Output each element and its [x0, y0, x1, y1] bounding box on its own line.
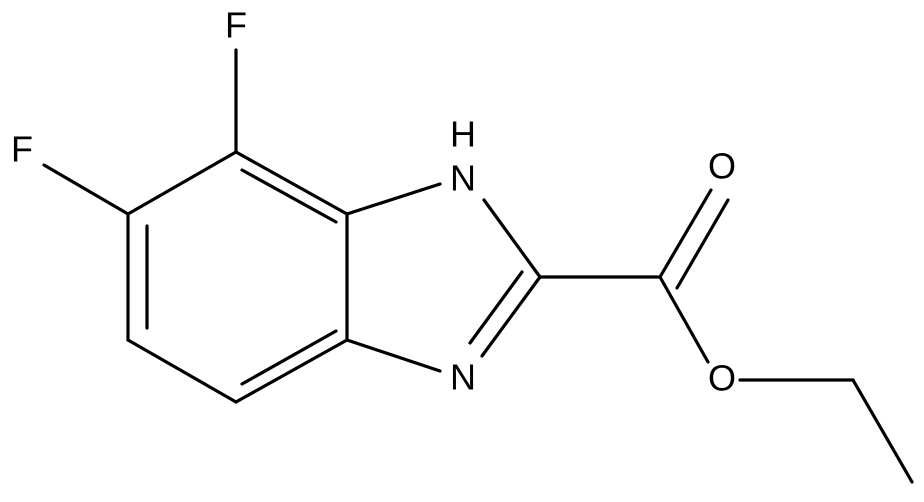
bond-c6-f [42, 163, 130, 216]
bond-c3a-c4 [234, 338, 349, 404]
ester-group [538, 188, 914, 484]
bond-c6-c7 [126, 150, 238, 216]
benzene-ring [126, 150, 349, 404]
bond-c2-n3-inner [468, 270, 524, 345]
fluorine-bonds [42, 48, 238, 216]
atom-label-oxygen-carbonyl: O [708, 146, 736, 187]
atom-label-nitrogen-nh: N [450, 158, 476, 199]
bond-c7a-n1 [345, 182, 442, 216]
atom-label-nitrogen-n3: N [450, 357, 476, 398]
bond-ch2-ch3 [851, 378, 914, 484]
bond-carbonyl-a [658, 188, 713, 279]
bond-c2-n3 [480, 275, 542, 358]
bond-c7-c7a [234, 150, 349, 216]
bond-c-o-ether [658, 275, 710, 364]
bond-n3-c3a [345, 338, 442, 373]
atom-label-hydrogen: H [450, 114, 476, 155]
atom-label-fluorine-left: F [11, 129, 33, 170]
atom-label-oxygen-ether: O [708, 358, 736, 399]
bond-c4-c5 [126, 338, 238, 404]
atom-label-fluorine-top: F [225, 5, 247, 46]
bond-carbonyl-b [675, 198, 730, 290]
bond-c7-c7a-inner [240, 168, 338, 224]
bond-n1-c2 [482, 198, 542, 279]
imidazole-ring [345, 182, 542, 373]
bond-c3a-c4-inner [240, 329, 338, 386]
